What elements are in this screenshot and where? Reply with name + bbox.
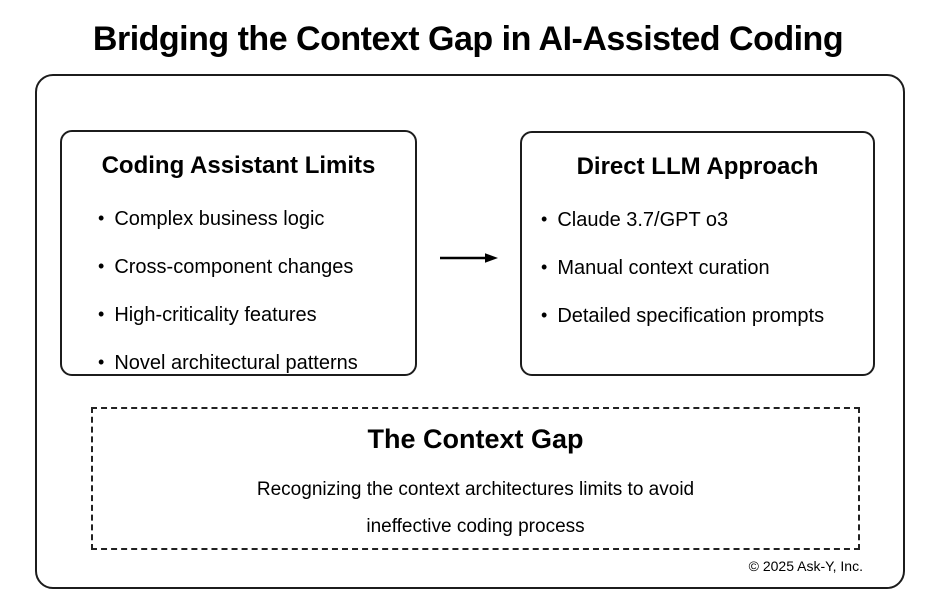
list-item: Manual context curation [541,244,873,292]
list-item: Novel architectural patterns [98,339,415,387]
page-title: Bridging the Context Gap in AI-Assisted … [92,20,844,58]
list-item: Claude 3.7/GPT o3 [541,196,873,244]
list-item: Complex business logic [98,195,415,243]
context-gap-description-line1: Recognizing the context architectures li… [256,479,695,500]
direct-llm-approach-list: Claude 3.7/GPT o3 Manual context curatio… [522,196,873,340]
coding-assistant-limits-box: Coding Assistant Limits Complex business… [60,130,417,376]
context-gap-box: The Context Gap Recognizing the context … [91,407,860,550]
list-item: Cross-component changes [98,243,415,291]
context-gap-title: The Context Gap [367,424,584,454]
right-arrow-icon [440,253,498,263]
direct-llm-approach-box: Direct LLM Approach Claude 3.7/GPT o3 Ma… [520,131,875,376]
context-gap-description: Recognizing the context architectures li… [93,471,858,545]
copyright-notice: © 2025 Ask-Y, Inc. [748,558,863,574]
list-item: High-criticality features [98,291,415,339]
coding-assistant-limits-list: Complex business logic Cross-component c… [62,195,415,387]
list-item: Detailed specification prompts [541,292,873,340]
context-gap-description-line2: ineffective coding process [366,516,585,537]
coding-assistant-limits-title: Coding Assistant Limits [101,152,376,179]
diagram-frame: Coding Assistant Limits Complex business… [35,74,905,589]
direct-llm-approach-title: Direct LLM Approach [576,153,819,180]
